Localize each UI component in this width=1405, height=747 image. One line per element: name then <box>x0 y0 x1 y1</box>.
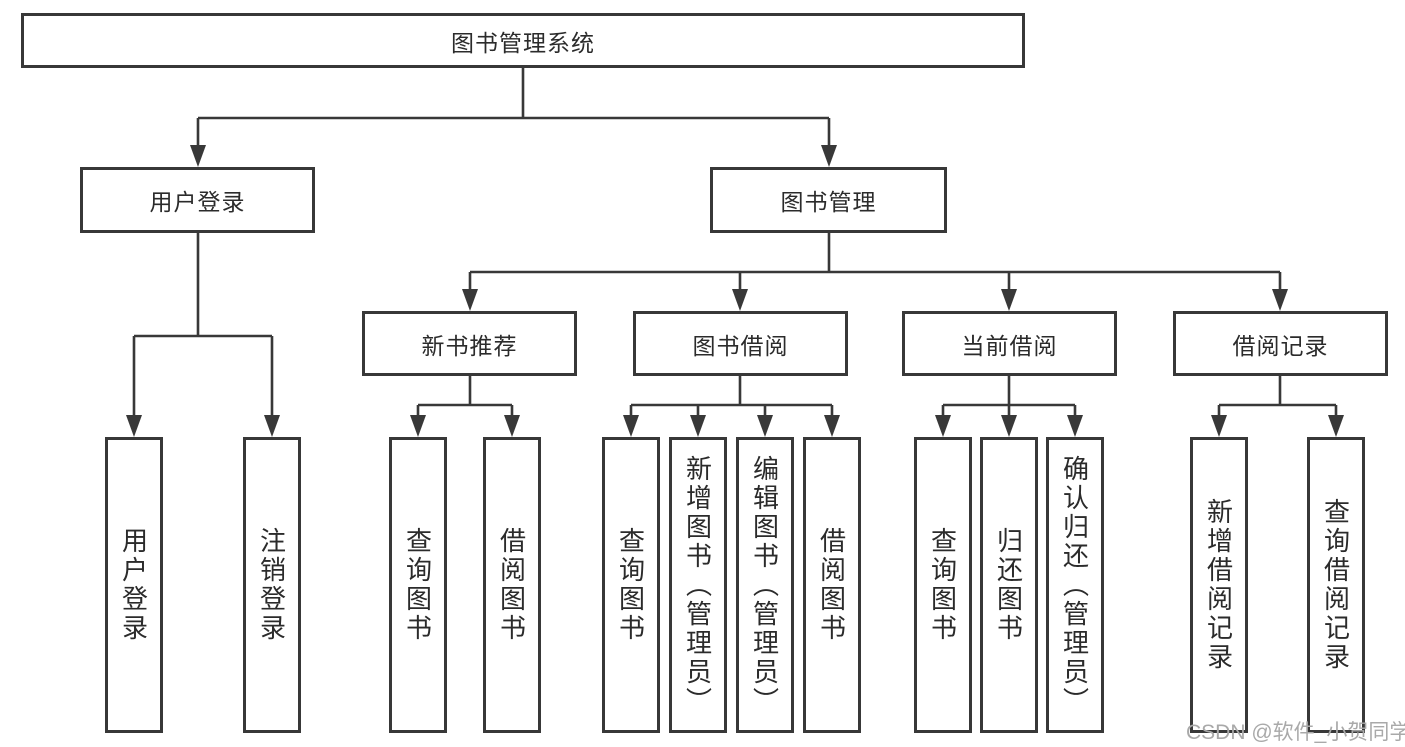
node-label: 查询借阅记录 <box>1320 498 1351 672</box>
node-label: 注销登录 <box>256 527 287 643</box>
node-user-login: 用户登录 <box>80 167 315 233</box>
node-label: 借阅图书 <box>816 527 847 643</box>
node-label: 当前借阅 <box>961 332 1058 359</box>
node-label: 图书借阅 <box>692 332 789 359</box>
node-label: 新增图书（管理员） <box>682 454 713 716</box>
leaf-user-login: 用户登录 <box>105 437 163 733</box>
node-label: 查询图书 <box>402 527 433 643</box>
leaf-query-books-current: 查询图书 <box>914 437 972 733</box>
node-label: 用户登录 <box>149 189 246 215</box>
node-label: 用户登录 <box>118 527 149 643</box>
node-label: 编辑图书（管理员） <box>749 454 780 716</box>
node-label: 查询图书 <box>927 527 958 643</box>
leaf-add-borrow-record: 新增借阅记录 <box>1190 437 1248 733</box>
node-label: 新增借阅记录 <box>1203 498 1234 672</box>
node-label: 图书管理 <box>780 189 877 215</box>
node-library-management-system: 图书管理系统 <box>21 13 1025 68</box>
leaf-borrow-books-recommend: 借阅图书 <box>483 437 541 733</box>
node-label: 查询图书 <box>615 527 646 643</box>
leaf-add-book-admin: 新增图书（管理员） <box>669 437 727 733</box>
leaf-logout: 注销登录 <box>243 437 301 733</box>
leaf-query-books-recommend: 查询图书 <box>389 437 447 733</box>
leaf-query-borrow-record: 查询借阅记录 <box>1307 437 1365 733</box>
node-label: 图书管理系统 <box>451 29 595 56</box>
leaf-confirm-return-admin: 确认归还（管理员） <box>1046 437 1104 733</box>
node-label: 确认归还（管理员） <box>1059 454 1090 716</box>
node-current-borrowing: 当前借阅 <box>902 311 1117 376</box>
node-borrowing-records: 借阅记录 <box>1173 311 1388 376</box>
node-label: 借阅记录 <box>1232 332 1329 359</box>
node-book-borrowing: 图书借阅 <box>633 311 848 376</box>
leaf-query-books-borrow: 查询图书 <box>602 437 660 733</box>
csdn-watermark: CSDN @软件_小贺同学 <box>1186 721 1405 744</box>
node-label: 借阅图书 <box>496 527 527 643</box>
leaf-borrow-books: 借阅图书 <box>803 437 861 733</box>
node-new-book-recommendation: 新书推荐 <box>362 311 577 376</box>
leaf-edit-book-admin: 编辑图书（管理员） <box>736 437 794 733</box>
leaf-return-books: 归还图书 <box>980 437 1038 733</box>
node-label: 归还图书 <box>993 527 1024 643</box>
node-book-management: 图书管理 <box>710 167 947 233</box>
node-label: 新书推荐 <box>421 332 518 359</box>
